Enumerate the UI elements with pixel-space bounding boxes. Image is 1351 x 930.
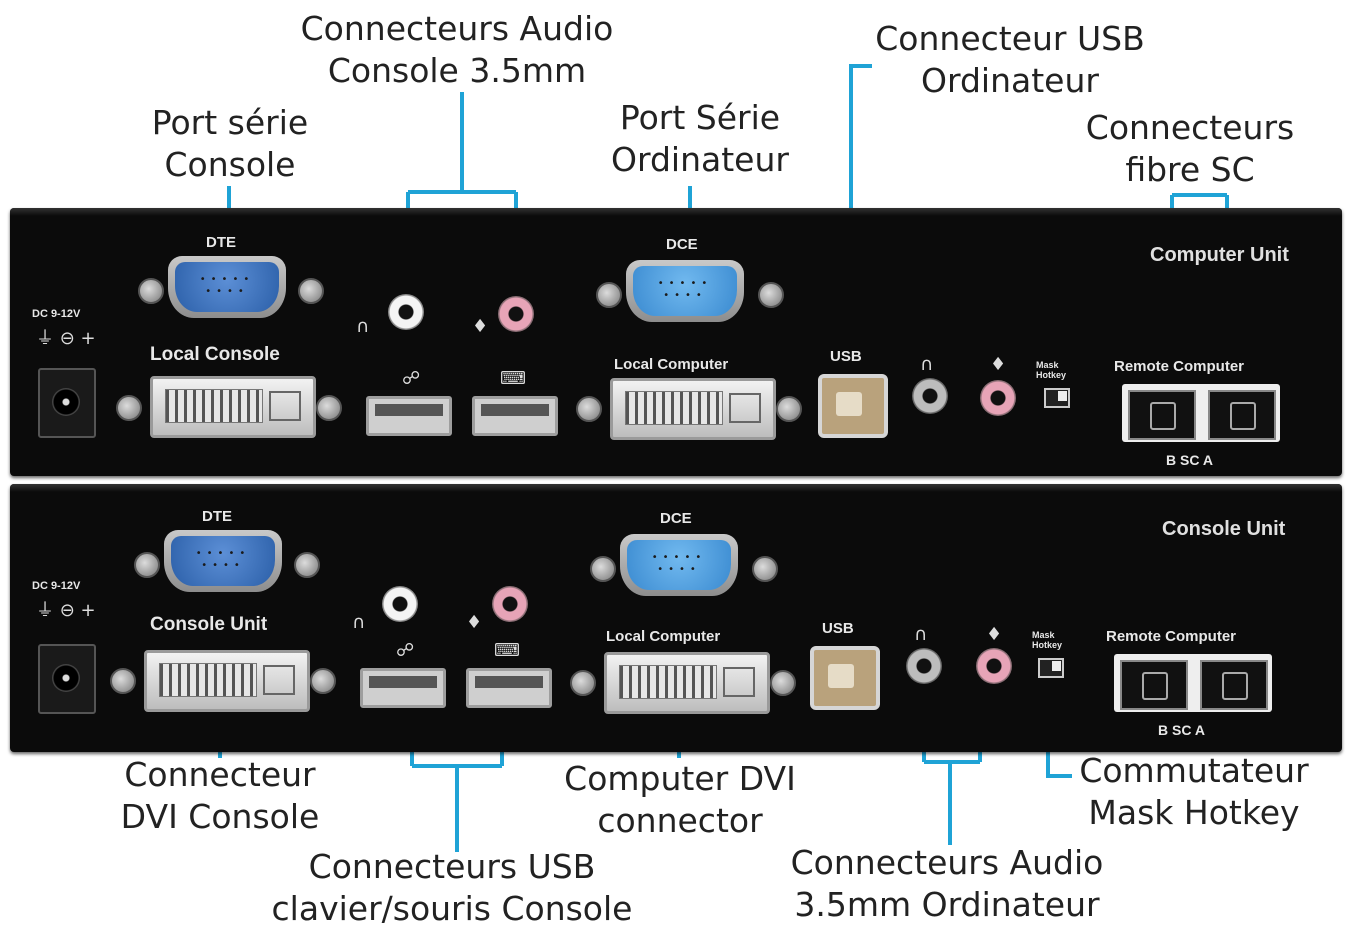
microphone-icon: ♦	[472, 316, 489, 337]
microphone-icon: ♦	[986, 624, 1003, 645]
dvi-port-computer[interactable]	[604, 652, 770, 714]
local-computer-label: Local Computer	[614, 356, 729, 373]
microphone-jack[interactable]	[492, 586, 528, 622]
microphone-icon: ♦	[990, 354, 1007, 375]
microphone-jack[interactable]	[498, 296, 534, 332]
local-computer-label: Local Computer	[606, 628, 721, 645]
remote-computer-label: Remote Computer	[1106, 628, 1237, 645]
line-audio-console	[406, 92, 516, 282]
dc-power-jack[interactable]	[38, 644, 96, 714]
dte-label: DTE	[206, 234, 236, 251]
keyboard-icon: ⌨	[494, 640, 520, 661]
dce-label: DCE	[660, 510, 692, 527]
local-console-label: Local Console	[150, 344, 280, 365]
serial-port-dte[interactable]: •••••••••	[168, 256, 286, 318]
dvi-port-computer[interactable]	[610, 378, 776, 440]
usb-label: USB	[822, 620, 854, 637]
headphone-icon: ∩	[914, 624, 928, 645]
audio-out-jack[interactable]	[912, 378, 948, 414]
serial-port-dte[interactable]: •••••••••	[164, 530, 282, 592]
mouse-icon: ☍	[402, 368, 421, 389]
microphone-icon: ♦	[466, 612, 483, 633]
remote-computer-label: Remote Computer	[1114, 358, 1245, 375]
power-polarity-icon: ⏚ ⊖ +	[36, 600, 96, 621]
usb-port-keyboard[interactable]	[472, 396, 558, 436]
usb-port-mouse[interactable]	[366, 396, 452, 436]
line-audio-computer	[924, 760, 980, 845]
line-usb-console	[410, 716, 504, 852]
headphone-jack[interactable]	[388, 294, 424, 330]
fiber-ab-label: B SC A	[1166, 452, 1213, 468]
dvi-port-console[interactable]	[144, 650, 310, 712]
fiber-sc-ports[interactable]	[1122, 384, 1280, 442]
serial-port-dce[interactable]: •••••••••	[620, 534, 738, 596]
keyboard-icon: ⌨	[500, 368, 526, 389]
usb-b-port[interactable]	[818, 374, 888, 438]
fiber-ab-label: B SC A	[1158, 722, 1205, 738]
headphone-icon: ∩	[920, 354, 934, 375]
audio-in-jack[interactable]	[980, 380, 1016, 416]
audio-in-jack[interactable]	[976, 648, 1012, 684]
mask-hotkey-label: Mask Hotkey	[1032, 630, 1063, 650]
mouse-icon: ☍	[396, 640, 415, 661]
serial-port-dce[interactable]: •••••••••	[626, 260, 744, 322]
unit-title: Computer Unit	[1150, 244, 1289, 266]
mask-hotkey-switch[interactable]	[1044, 388, 1070, 408]
headphone-icon: ∩	[356, 316, 370, 337]
usb-b-port[interactable]	[810, 646, 880, 710]
power-label: DC 9-12V	[32, 308, 81, 320]
audio-out-jack[interactable]	[906, 648, 942, 684]
usb-label: USB	[830, 348, 862, 365]
mask-hotkey-label: Mask Hotkey	[1036, 360, 1067, 380]
headphone-icon: ∩	[352, 612, 366, 633]
console-unit-label: Console Unit	[150, 614, 268, 635]
power-polarity-icon: ⏚ ⊖ +	[36, 328, 96, 349]
dce-label: DCE	[666, 236, 698, 253]
usb-port-mouse[interactable]	[360, 668, 446, 708]
unit-title: Console Unit	[1162, 518, 1286, 540]
dvi-port-console[interactable]	[150, 376, 316, 438]
power-label: DC 9-12V	[32, 580, 81, 592]
dte-label: DTE	[202, 508, 232, 525]
mask-hotkey-switch[interactable]	[1038, 658, 1064, 678]
fiber-sc-ports[interactable]	[1114, 654, 1272, 712]
dc-power-jack[interactable]	[38, 368, 96, 438]
usb-port-keyboard[interactable]	[466, 668, 552, 708]
headphone-jack[interactable]	[382, 586, 418, 622]
computer-unit-panel: Computer Unit DC 9-12V ⏚ ⊖ + DTE •••••••…	[10, 208, 1342, 476]
console-unit-panel: Console Unit DC 9-12V ⏚ ⊖ + DTE ••••••••…	[10, 484, 1342, 752]
